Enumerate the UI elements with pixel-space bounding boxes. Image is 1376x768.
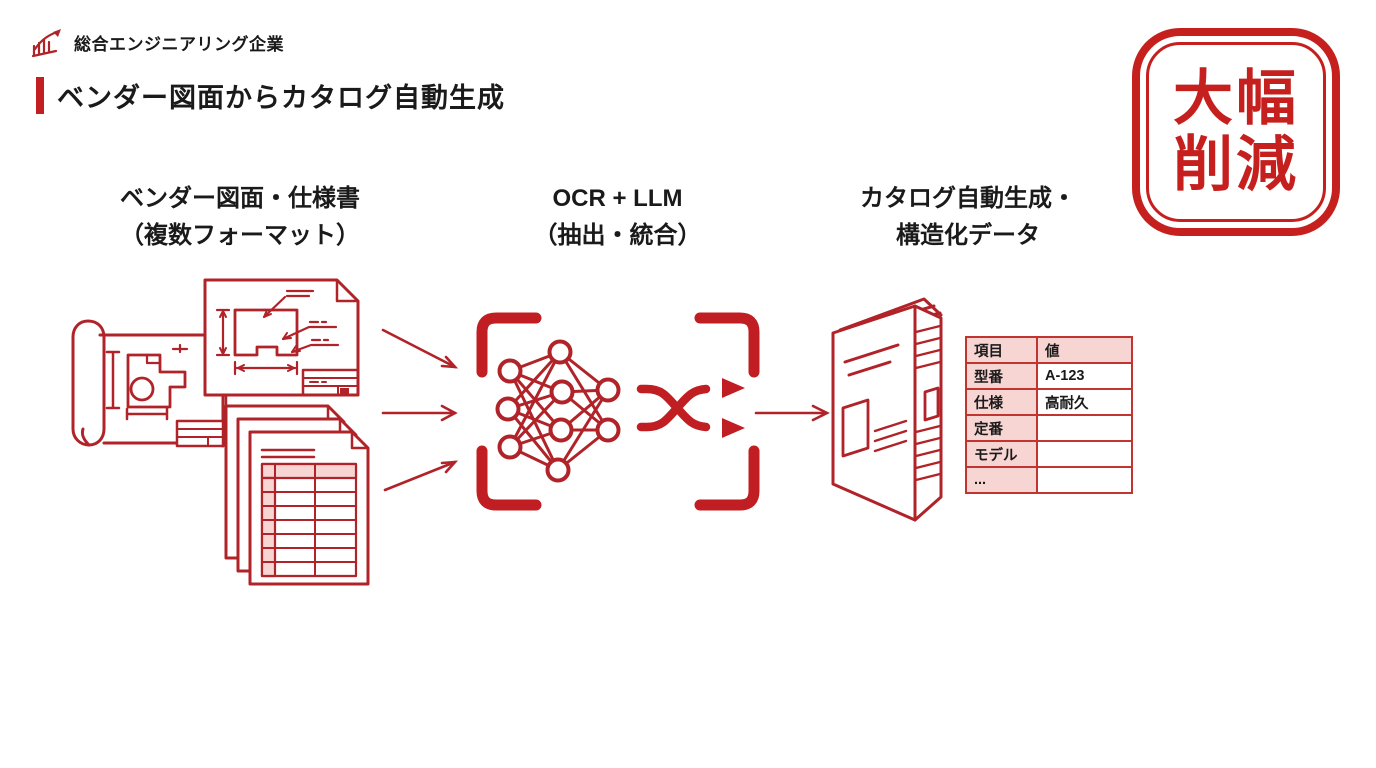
table-header-row: 項目 値	[965, 336, 1133, 364]
row-value	[1036, 466, 1133, 494]
growth-chart-icon	[31, 29, 61, 58]
arrow-head	[53, 29, 61, 37]
row-key: 定番	[965, 414, 1038, 442]
table-row: 定番	[965, 414, 1133, 442]
header-cell-item: 項目	[965, 336, 1038, 364]
brand-header: 総合エンジニアリング企業	[30, 26, 284, 58]
reduction-stamp-inner: 大幅 削減	[1146, 42, 1326, 222]
blueprint-scroll-icon	[71, 319, 225, 448]
arrow-top-icon	[381, 328, 459, 369]
input-arrows	[381, 328, 459, 492]
row-value	[1036, 414, 1133, 442]
shuffle-icon	[636, 378, 745, 438]
row-key: 仕様	[965, 388, 1038, 416]
arrow-middle-icon	[381, 404, 458, 422]
row-value	[1036, 440, 1133, 468]
neural-network-icon	[495, 339, 621, 483]
input-heading-line1: ベンダー図面・仕様書	[120, 185, 360, 212]
spec-table: 項目 値 型番 A-123 仕様 高耐久 定番 モデル ...	[965, 336, 1133, 494]
input-heading-line2: （複数フォーマット）	[120, 222, 360, 250]
title-accent-bar	[36, 77, 44, 114]
stamp-line-1: 大幅	[1173, 65, 1299, 132]
frame-brackets-icon	[476, 312, 760, 511]
process-heading-line1: OCR + LLM	[552, 185, 683, 212]
reduction-stamp: 大幅 削減	[1132, 28, 1340, 236]
row-value: A-123	[1036, 362, 1133, 390]
drawing-sheet-icon	[203, 278, 360, 408]
title-bar: ベンダー図面からカタログ自動生成	[36, 76, 505, 115]
row-value: 高耐久	[1036, 388, 1133, 416]
table-row: 型番 A-123	[965, 362, 1133, 390]
ocr-llm-illustration	[476, 312, 760, 511]
output-arrow-icon	[754, 404, 830, 422]
row-key: 型番	[965, 362, 1038, 390]
arrow-bottom-icon	[383, 460, 459, 492]
header-cell-value: 値	[1036, 336, 1133, 364]
row-key: ...	[965, 466, 1038, 494]
table-row: 仕様 高耐久	[965, 388, 1133, 416]
process-heading-line2: （抽出・統合）	[533, 222, 702, 250]
page-title: ベンダー図面からカタログ自動生成	[57, 83, 505, 113]
stamp-line-2: 削減	[1173, 131, 1299, 198]
spreadsheet-stack-icon	[224, 404, 370, 586]
input-column-heading: ベンダー図面・仕様書 （複数フォーマット）	[85, 180, 395, 254]
process-column-heading: OCR + LLM （抽出・統合）	[495, 180, 740, 254]
catalog-booklet-icon	[831, 297, 943, 522]
row-key: モデル	[965, 440, 1038, 468]
output-heading-line2: 構造化データ	[896, 222, 1040, 250]
output-heading-line1: カタログ自動生成・	[860, 185, 1076, 212]
input-documents-illustration	[71, 278, 370, 586]
table-row: ...	[965, 466, 1133, 494]
table-row: モデル	[965, 440, 1133, 468]
output-column-heading: カタログ自動生成・ 構造化データ	[810, 180, 1126, 254]
company-name: 総合エンジニアリング企業	[74, 34, 284, 54]
